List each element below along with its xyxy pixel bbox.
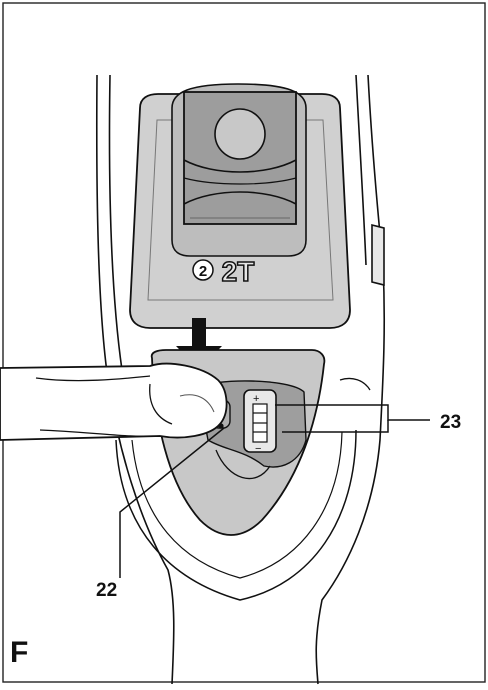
badge-mark: 2T [222,256,255,287]
callout-23: 23 [440,412,462,433]
capacity-indicator: + − [243,389,277,455]
indicator-minus: − [255,443,261,455]
battery-badge: 2 2T [192,255,255,288]
figure-letter: F [10,636,29,669]
leader-lines [119,404,430,578]
pressing-finger [0,362,228,441]
battery-pack [129,83,351,329]
figure-frame [2,2,486,683]
indicator-plus: + [253,393,259,405]
callout-22: 22 [96,580,118,601]
badge-number: 2 [199,263,207,280]
